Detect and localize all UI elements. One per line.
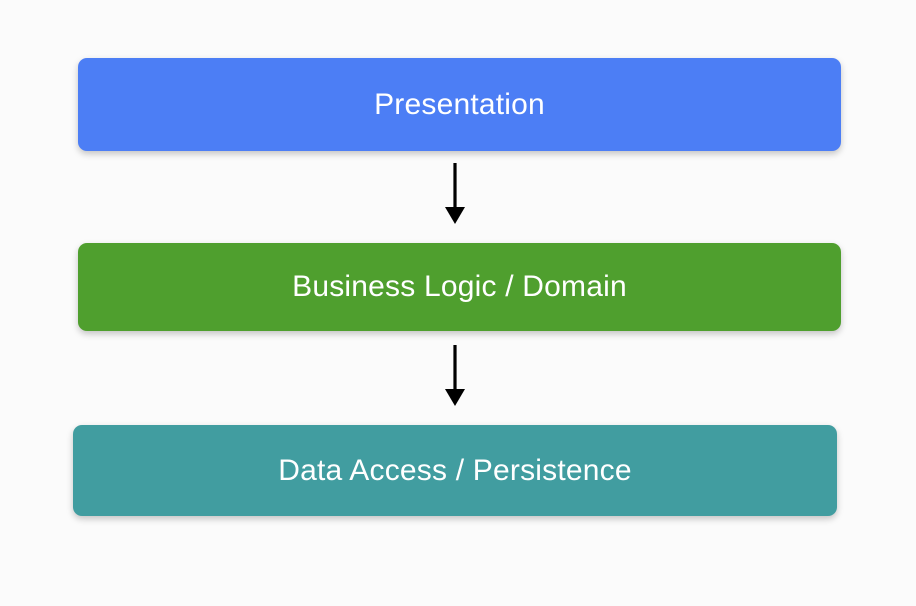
layer-label-presentation: Presentation — [374, 87, 545, 121]
layer-label-business-logic: Business Logic / Domain — [292, 270, 627, 303]
layer-box-presentation[interactable]: Presentation — [78, 58, 841, 151]
arrow-business-to-data — [425, 345, 485, 407]
layer-box-business-logic[interactable]: Business Logic / Domain — [78, 243, 841, 331]
down-arrow-icon — [445, 163, 465, 224]
arrow-presentation-to-business — [425, 163, 485, 225]
layer-box-data-access[interactable]: Data Access / Persistence — [73, 425, 837, 516]
down-arrow-icon — [445, 345, 465, 406]
layer-label-data-access: Data Access / Persistence — [278, 453, 632, 487]
